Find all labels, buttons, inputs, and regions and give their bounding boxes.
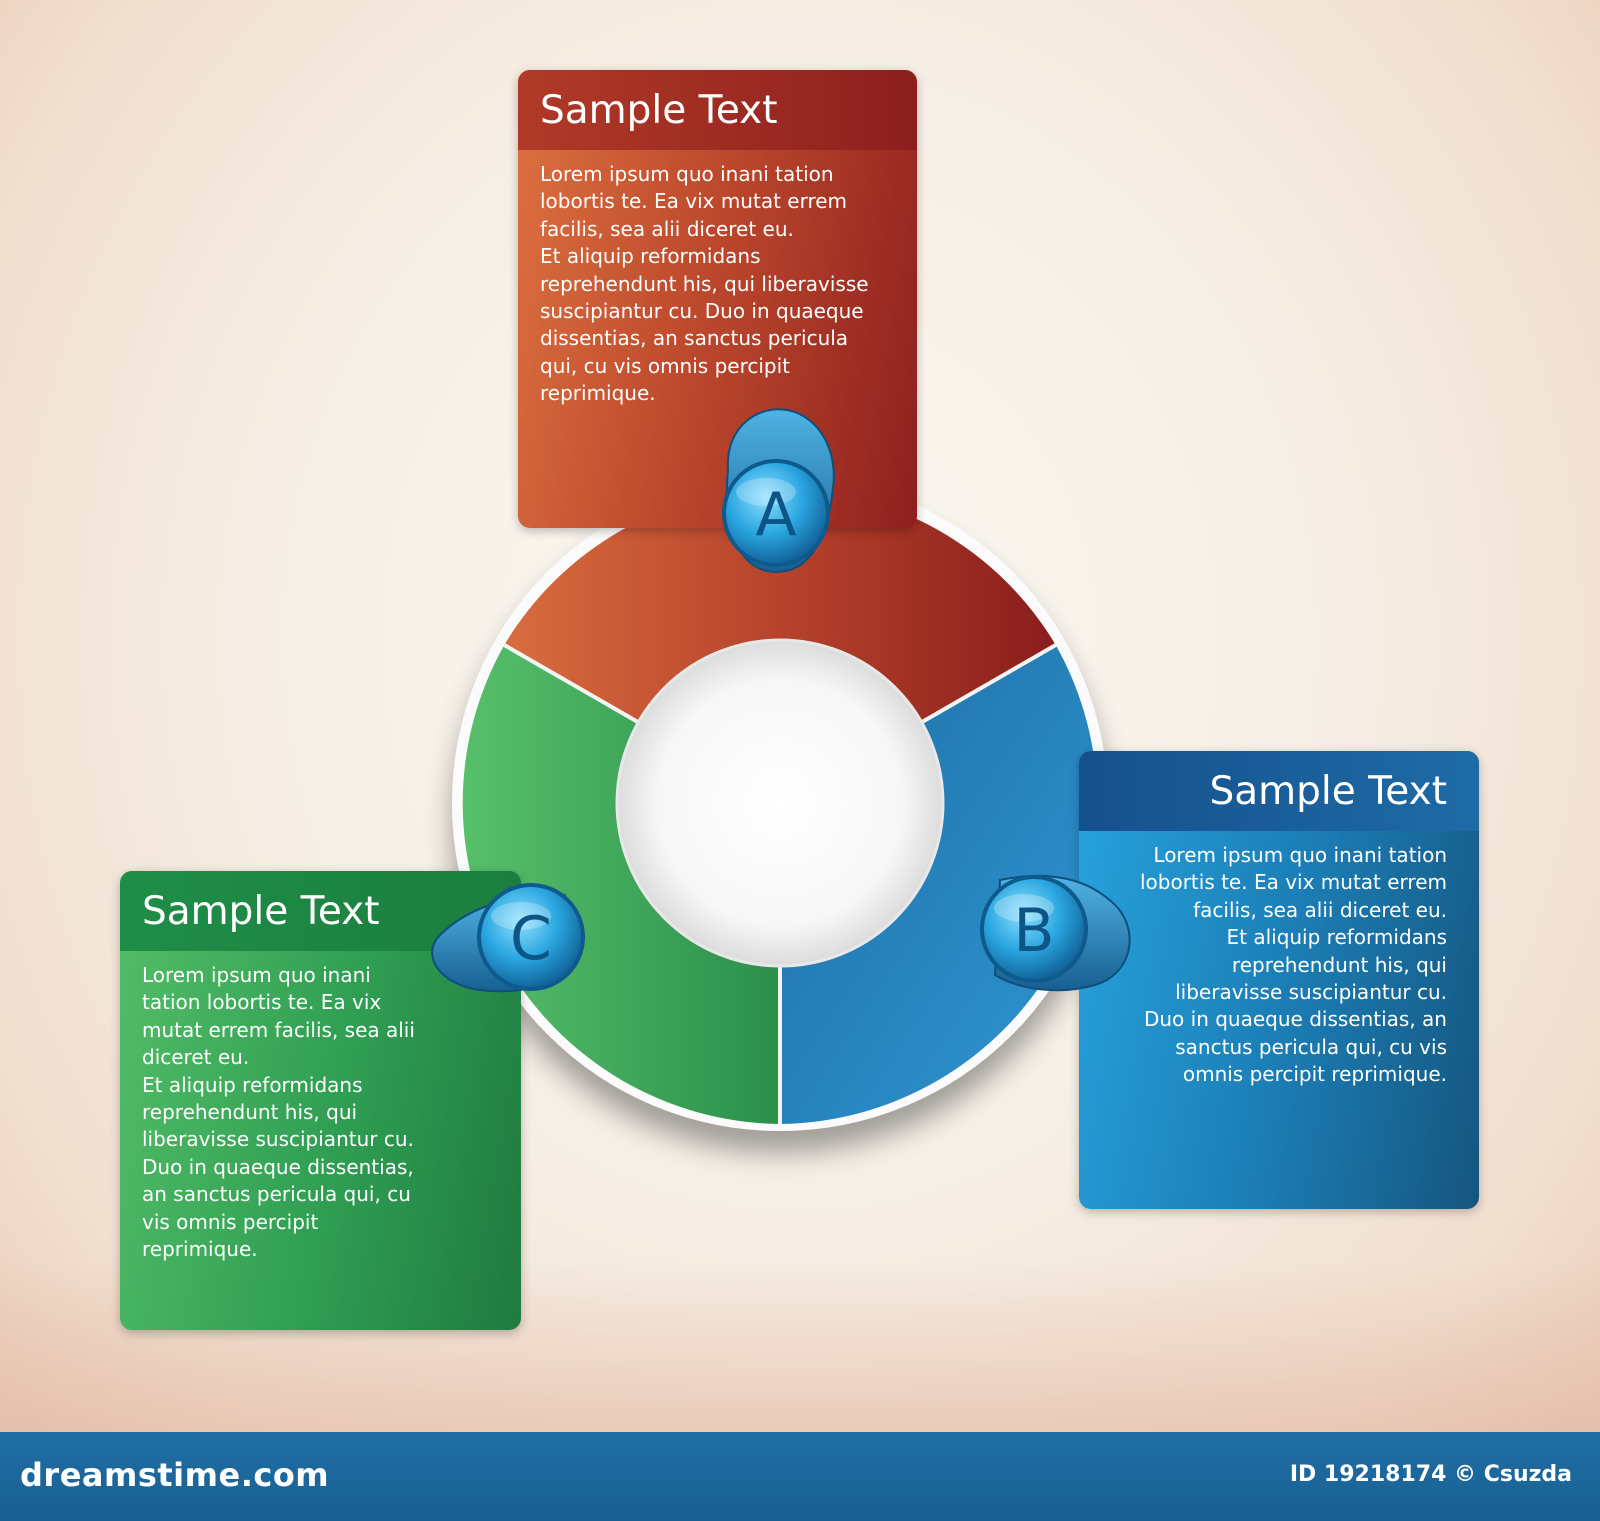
- card-c-line: Duo in quaeque dissentias,: [142, 1154, 414, 1179]
- card-b-title: Sample Text: [1079, 751, 1479, 831]
- card-c-line: vis omnis percipit: [142, 1209, 319, 1234]
- card-b-line: reprehendunt his, qui: [1231, 952, 1447, 977]
- card-c-text: Lorem ipsum quo inani tation lobortis te…: [120, 951, 521, 1263]
- card-a-line: Et aliquip reformidans: [540, 244, 761, 269]
- card-a-line: lobortis te. Ea vix mutat errem: [540, 189, 848, 214]
- card-b-line: liberavisse suscipiantur cu.: [1175, 980, 1447, 1005]
- card-b-text: Lorem ipsum quo inani tation lobortis te…: [1079, 831, 1479, 1089]
- segment-b: [780, 645, 1098, 1124]
- card-b-line: sanctus pericula qui, cu vis: [1175, 1034, 1447, 1059]
- card-a-text: Lorem ipsum quo inani tation lobortis te…: [518, 150, 917, 408]
- card-c-line: Lorem ipsum quo inani: [142, 963, 371, 987]
- card-a-line: facilis, sea alii diceret eu.: [540, 216, 794, 241]
- center-hole: [615, 638, 945, 968]
- card-a-line: qui, cu vis omnis percipit: [540, 353, 790, 378]
- card-c: Sample Text Lorem ipsum quo inani tation…: [120, 871, 521, 1330]
- image-credit: ID 19218174 © Csuzda: [1289, 1462, 1572, 1487]
- card-c-line: liberavisse suscipiantur cu.: [142, 1127, 414, 1152]
- card-c-line: mutat errem facilis, sea alii: [142, 1017, 415, 1042]
- card-a-line: Lorem ipsum quo inani tation: [540, 162, 834, 186]
- card-a-line: reprimique.: [540, 381, 656, 406]
- cycle-diagram: [452, 475, 1108, 1131]
- card-a-line: suscipiantur cu. Duo in quaeque: [540, 299, 864, 324]
- card-b-line: Duo in quaeque dissentias, an: [1143, 1007, 1447, 1032]
- card-c-line: reprimique.: [142, 1237, 258, 1262]
- site-logo-text: dreamstime.com: [20, 1456, 330, 1494]
- card-c-line: Et aliquip reformidans: [142, 1072, 363, 1097]
- card-c-line: diceret eu.: [142, 1045, 250, 1070]
- card-b-line: omnis percipit reprimique.: [1182, 1062, 1447, 1087]
- card-c-title: Sample Text: [120, 871, 521, 951]
- card-c-line: reprehendunt his, qui: [142, 1100, 358, 1125]
- card-c-line: an sanctus pericula qui, cu: [142, 1182, 411, 1207]
- segment-c: [462, 645, 780, 1124]
- card-c-line: tation lobortis te. Ea vix: [142, 990, 382, 1015]
- card-a-title: Sample Text: [518, 70, 917, 150]
- card-a: Sample Text Lorem ipsum quo inani tation…: [518, 70, 917, 528]
- card-b-line: facilis, sea alii diceret eu.: [1193, 897, 1447, 922]
- card-b-line: Et aliquip reformidans: [1226, 925, 1447, 950]
- card-a-line: dissentias, an sanctus pericula: [540, 326, 849, 351]
- card-b-line: lobortis te. Ea vix mutat errem: [1139, 870, 1447, 895]
- card-b-line: Lorem ipsum quo inani tation: [1153, 843, 1447, 867]
- card-a-line: reprehendunt his, qui liberavisse: [540, 271, 869, 296]
- footer-bar: dreamstime.com ID 19218174 © Csuzda: [0, 1432, 1600, 1521]
- card-b: Sample Text Lorem ipsum quo inani tation…: [1079, 751, 1479, 1209]
- segment-a: [504, 488, 1056, 724]
